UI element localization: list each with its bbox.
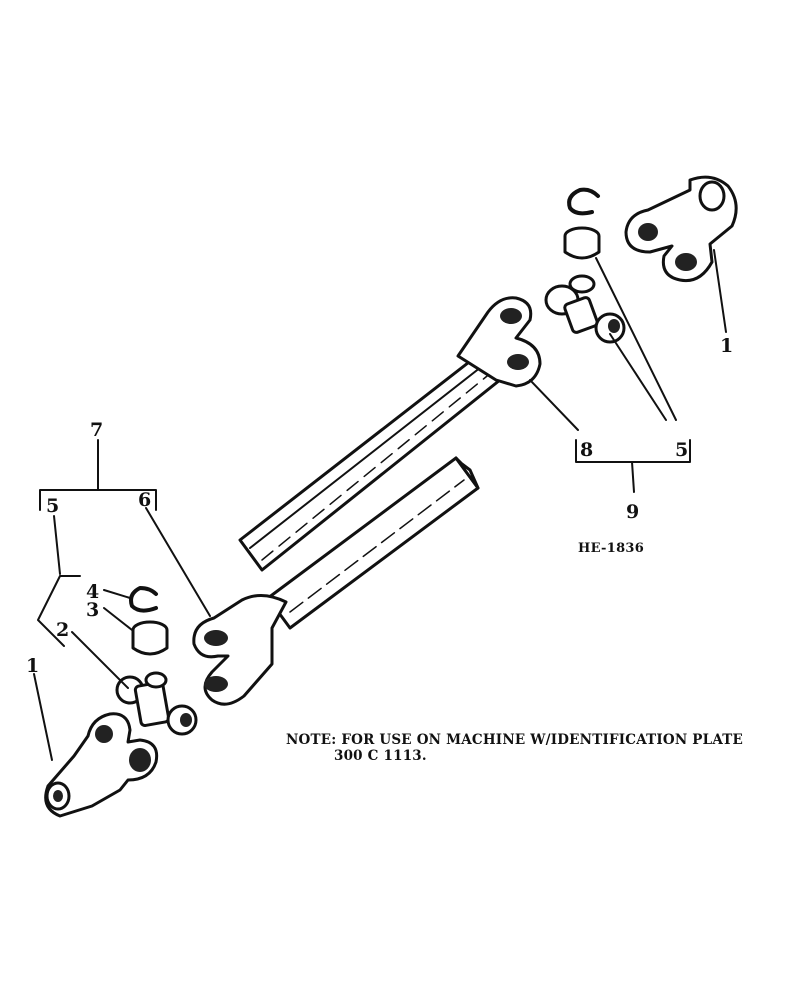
callout-5-right: 5 [675,439,688,461]
callout-5-left: 5 [46,495,59,517]
right-bearing-cap [563,226,601,260]
callout-7: 7 [90,419,103,441]
right-end-yoke [624,175,738,283]
leader-lines [33,249,727,761]
callout-1-right: 1 [720,335,733,357]
left-cross-spider [115,671,198,736]
callout-4: 4 [86,581,99,603]
left-end-yoke [44,712,159,818]
right-cross-spider [544,274,626,344]
left-bearing-cap [131,620,169,656]
callout-2: 2 [56,619,69,641]
note-line-1: NOTE: FOR USE ON MACHINE W/IDENTIFICATIO… [286,732,743,748]
outer-shaft-tube [238,350,502,572]
outer-shaft-yoke [456,296,542,388]
callout-8: 8 [580,439,593,461]
callout-9: 9 [626,501,639,523]
callout-labels: 1 5 8 9 7 5 6 4 3 2 1 [26,335,733,677]
right-snap-ring [567,187,600,216]
drawing-number: HE-1836 [578,541,644,556]
callout-3: 3 [86,599,99,621]
inner-shaft-yoke [192,594,288,706]
note-line-2: 300 C 1113. [334,748,427,764]
callout-1-left: 1 [26,655,39,677]
left-snap-ring [129,586,158,613]
inner-shaft-bar [266,456,480,630]
callout-6: 6 [138,489,151,511]
